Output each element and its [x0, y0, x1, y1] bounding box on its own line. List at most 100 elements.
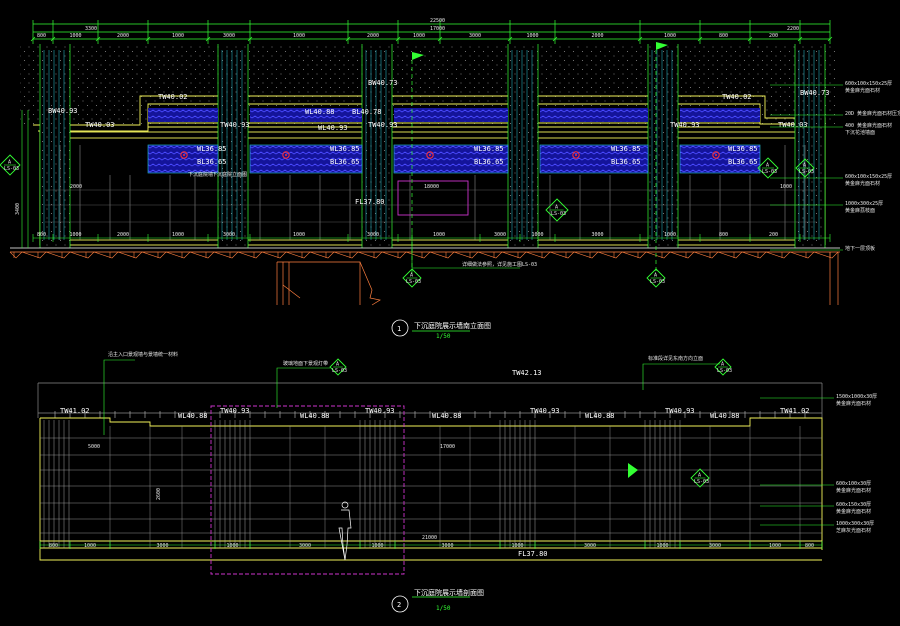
tw-label-2: TW40.93: [530, 407, 560, 415]
bottom-dim-2: 800: [805, 543, 814, 549]
level-bw409: BW40.93: [48, 107, 78, 115]
marker-label: A: [8, 160, 11, 166]
bottom-dim-2: 3000: [442, 543, 454, 549]
section-marker-mid[interactable]: ALS-03: [402, 268, 422, 288]
callout-2-3: 标准段详见东南方向立面: [648, 355, 703, 362]
title-2: 下沉庭院展示墙剖面图: [414, 588, 484, 597]
section-marker-right-b[interactable]: ALS-03: [795, 158, 815, 178]
bottom-dimension-label: 3000: [592, 232, 604, 238]
marker-sub: LS-03: [762, 169, 777, 175]
level-wl40-93: WL40.93: [318, 124, 348, 132]
bottom-dim-2: 3000: [709, 543, 721, 549]
light-fixture-icon: [180, 151, 188, 159]
pillar: [507, 44, 539, 248]
left-vertical-dims: [21, 110, 29, 248]
top-dimension-label: 800: [37, 33, 46, 39]
right-note-1: 600x100x150x25厚: [845, 81, 892, 87]
column-2: [214, 420, 251, 548]
dim-mid-left: 2000: [70, 184, 82, 190]
human-figure: [338, 501, 352, 561]
marker-sub: LS-03: [406, 279, 421, 285]
top-dimension-label: 1000: [293, 33, 305, 39]
level-wl36-85: WL36.85: [474, 145, 504, 153]
level-bl36-65: BL36.65: [474, 158, 504, 166]
right-note-2: 黄金麻光面石材: [836, 400, 871, 407]
right-note-2: 芝麻灰光面石材: [836, 527, 871, 534]
flag-marker: [656, 42, 668, 50]
title-1: 下沉庭院展示墙南立面图: [414, 321, 491, 330]
callout-2-2: 玻璃地面下景观灯带: [283, 360, 328, 367]
pillar: [361, 44, 393, 248]
tw-label-2: TW40.93: [365, 407, 395, 415]
scale-1: 1/50: [436, 333, 451, 340]
bottom-dimension-label: 1000: [172, 232, 184, 238]
section-marker-right-a[interactable]: ALS-03: [757, 157, 779, 179]
dim-total-2: 21000: [422, 535, 437, 541]
level-fl37-80: FL37.80: [355, 198, 385, 206]
bottom-dimension-label: 1000: [70, 232, 82, 238]
section-marker-left[interactable]: ALS-03: [0, 154, 21, 176]
section-marker-center[interactable]: ALS-03: [545, 198, 569, 222]
top-dimension-label: 1000: [527, 33, 539, 39]
top-dimension-label: 1000: [172, 33, 184, 39]
right-note-1: 400 黄金麻光面石材: [845, 122, 892, 129]
column-2: [644, 420, 681, 548]
bottom-dimension-label: 3000: [367, 232, 379, 238]
level-bw40: BW40.73: [800, 89, 830, 97]
right-note-2: 600x150x30厚: [836, 502, 871, 508]
top-dimension-label: 200: [769, 33, 778, 39]
top-dimension-label: 2000: [367, 33, 379, 39]
bottom-dim-2: 1000: [512, 543, 524, 549]
height-dim-2: 2600: [156, 488, 162, 500]
bottom-dim-2: 1000: [657, 543, 669, 549]
right-note-2: 600x100x30厚: [836, 481, 871, 487]
level-wl36-85: WL36.85: [330, 145, 360, 153]
bottom-dimension-label: 1000: [664, 232, 676, 238]
right-note-2: 1000x300x30厚: [836, 521, 874, 527]
marker-label: A: [336, 362, 339, 368]
bottom-dim-2: 3000: [299, 543, 311, 549]
top-dimension-label: 3000: [469, 33, 481, 39]
bottom-dimension-label: 3000: [223, 232, 235, 238]
scale-2: 1/50: [436, 605, 451, 612]
section-marker-2c[interactable]: ALS-03: [690, 468, 710, 488]
panel-courses: [45, 189, 817, 223]
section-marker-right[interactable]: ALS-03: [646, 268, 666, 288]
marker-sub: LS-03: [4, 166, 19, 172]
note-left-1: 下沉庭院墙: [188, 171, 213, 178]
right-note-1: 下沉花池墙面: [845, 129, 875, 136]
level-bl36-65: BL36.65: [728, 158, 758, 166]
right-note-1: 黄金麻荔枝面: [845, 207, 875, 214]
wall-2-courses: [40, 437, 822, 534]
tw-label-2: TW41.02: [780, 407, 810, 415]
level-bl40-78: BL40.78: [352, 108, 382, 116]
right-note-1: 600x100x150x25厚: [845, 174, 892, 180]
leader-line: [411, 232, 520, 269]
right-note-2: 黄金麻光面石材: [836, 508, 871, 515]
top-dimension-chain: [30, 20, 833, 44]
section-marker-2b[interactable]: ALS-03: [714, 358, 732, 376]
marker-sub: LS-03: [717, 368, 732, 374]
right-note-1: 黄金麻光面石材: [845, 180, 880, 187]
dim-total-top: 22500: [430, 18, 445, 24]
top-dimension-label: 2000: [592, 33, 604, 39]
ground-line: [9, 247, 840, 259]
marker-sub: LS-03: [551, 211, 566, 217]
bottom-dimension-label: 1000: [532, 232, 544, 238]
marker-label: A: [803, 163, 806, 169]
glass-band: [679, 108, 761, 174]
guide-lines: [411, 50, 657, 275]
bottom-dimension-label: 3000: [494, 232, 506, 238]
right-note-2: 黄金麻光面石材: [836, 487, 871, 494]
title-number-1: 1: [397, 325, 401, 333]
level-wl36-85: WL36.85: [611, 145, 641, 153]
dim-top-mid-2: 17000: [430, 26, 445, 32]
right-note-1: 20D 黄金麻光面石材压顶: [845, 110, 900, 117]
section-marker-2a[interactable]: ALS-03: [329, 358, 347, 376]
callout-leaders: [103, 359, 720, 435]
triangle-marker: [628, 463, 638, 478]
column-2: [359, 420, 396, 548]
bottom-dimension-label: 2000: [117, 232, 129, 238]
wl-label-2: WL40.88: [432, 412, 462, 420]
